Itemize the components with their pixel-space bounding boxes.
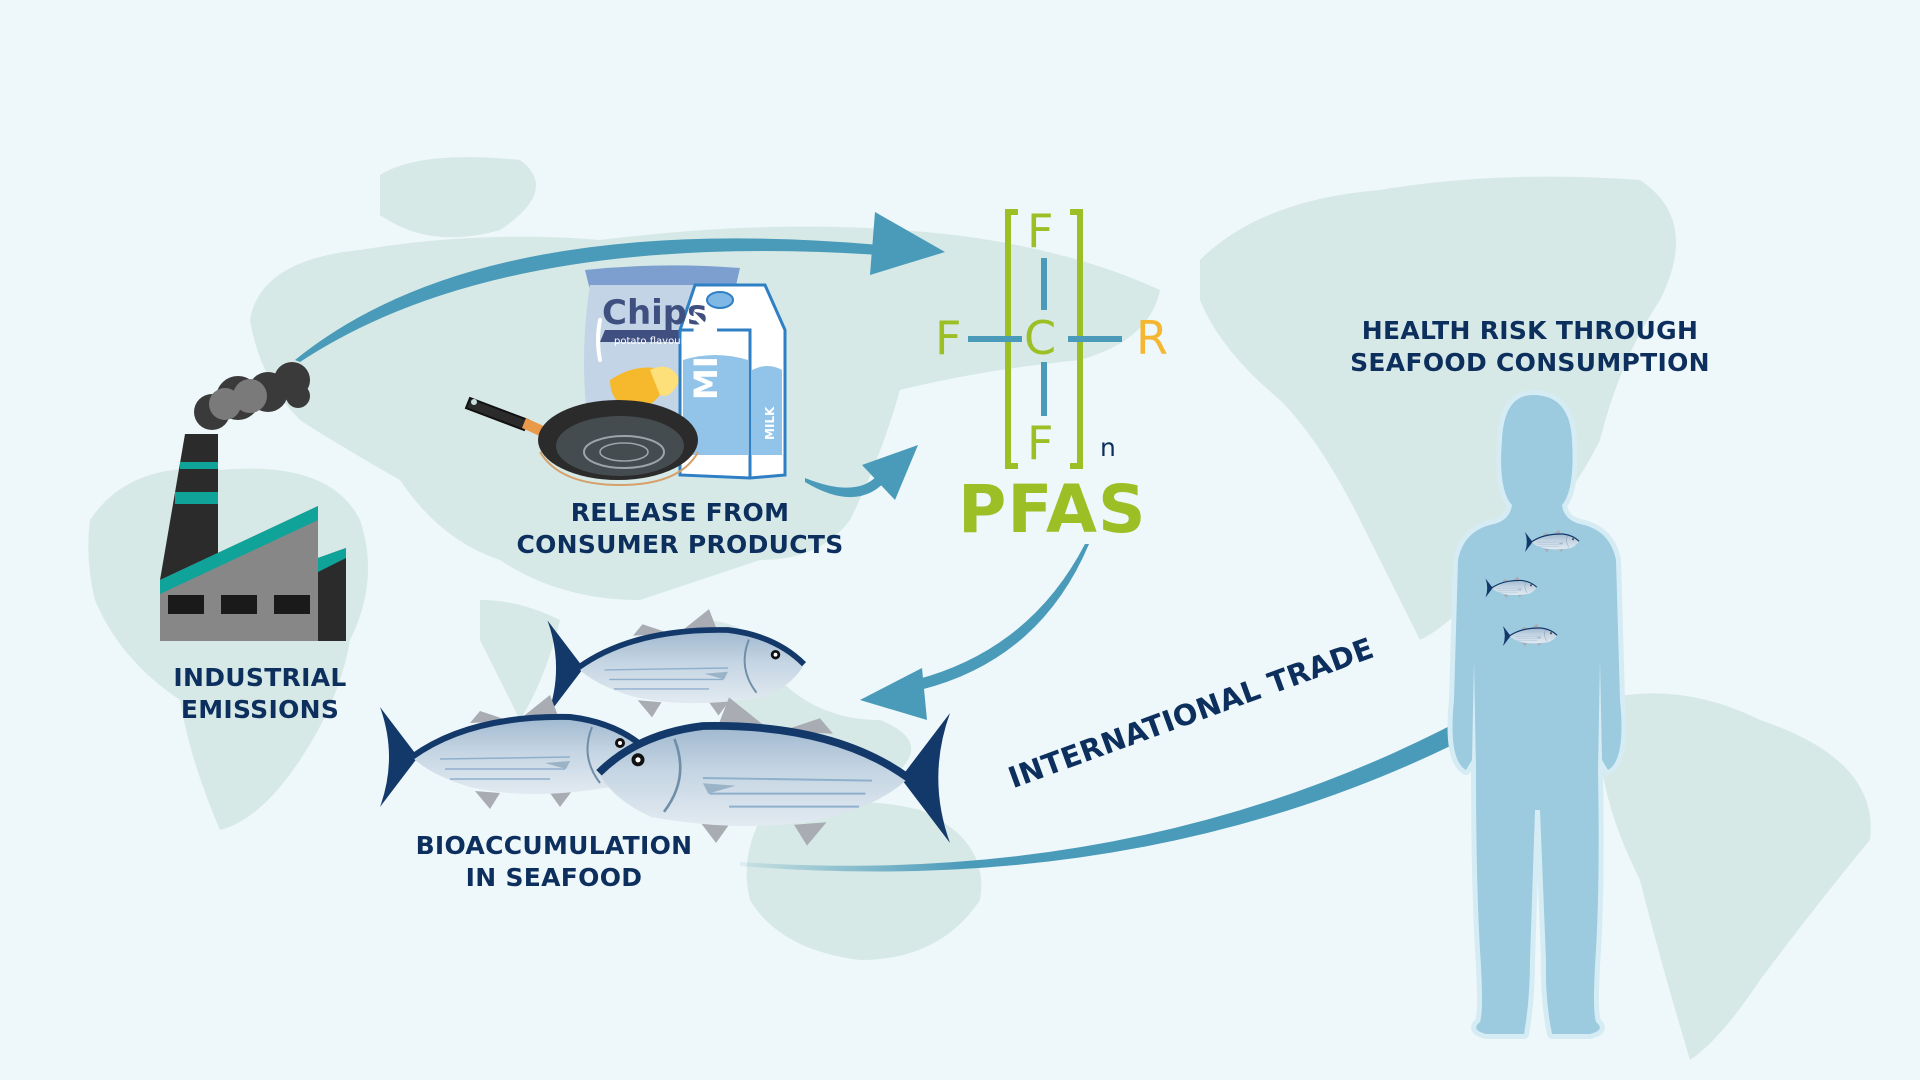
label-line: BIOACCUMULATION <box>415 831 693 860</box>
formula-group-r: R <box>1136 311 1168 365</box>
chips-flavour-text: potato flavour <box>614 336 685 347</box>
arrow-consumer-to-pfas <box>805 445 918 500</box>
label-consumer-products: RELEASE FROM CONSUMER PRODUCTS <box>500 497 860 561</box>
label-bioaccumulation: BIOACCUMULATION IN SEAFOOD <box>400 830 708 894</box>
land-south-america <box>1600 693 1871 1060</box>
arrow-industrial-to-pfas <box>295 212 945 362</box>
formula-atom-f-top: F <box>1027 204 1054 258</box>
formula-atom-f-bottom: F <box>1027 416 1054 470</box>
milk-side-label-text: MILK <box>763 406 777 440</box>
label-industrial-emissions: INDUSTRIAL EMISSIONS <box>140 662 380 726</box>
land-australia <box>746 802 982 960</box>
land-india <box>480 600 560 720</box>
pfas-title: PFAS <box>958 471 1147 548</box>
label-line: IN SEAFOOD <box>465 863 643 892</box>
formula-atom-f-left: F <box>935 311 962 365</box>
pfas-structure <box>968 209 1122 469</box>
label-health-risk: HEALTH RISK THROUGH SEAFOOD CONSUMPTION <box>1330 315 1730 379</box>
tuna-fish-icon <box>380 695 650 809</box>
label-line: CONSUMER PRODUCTS <box>516 530 844 559</box>
milk-label-text: MILK <box>687 311 725 400</box>
milk-carton-icon <box>678 283 787 480</box>
factory-icon <box>160 362 346 641</box>
land-greenland <box>380 157 536 238</box>
label-line: EMISSIONS <box>180 695 340 724</box>
formula-atom-c: C <box>1024 311 1057 365</box>
frying-pan-icon <box>464 396 699 487</box>
land-north-america <box>1200 176 1676 640</box>
arrow-pfas-to-seafood <box>860 544 1089 720</box>
human-body-icon <box>1447 390 1627 1039</box>
label-line: SEAFOOD CONSUMPTION <box>1350 348 1710 377</box>
label-line: RELEASE FROM <box>570 498 790 527</box>
label-line: HEALTH RISK THROUGH <box>1361 316 1699 345</box>
formula-subscript-n: n <box>1100 433 1116 462</box>
label-line: INDUSTRIAL <box>173 663 347 692</box>
land-africa <box>88 468 368 830</box>
chips-brand-text: Chips <box>602 293 708 333</box>
